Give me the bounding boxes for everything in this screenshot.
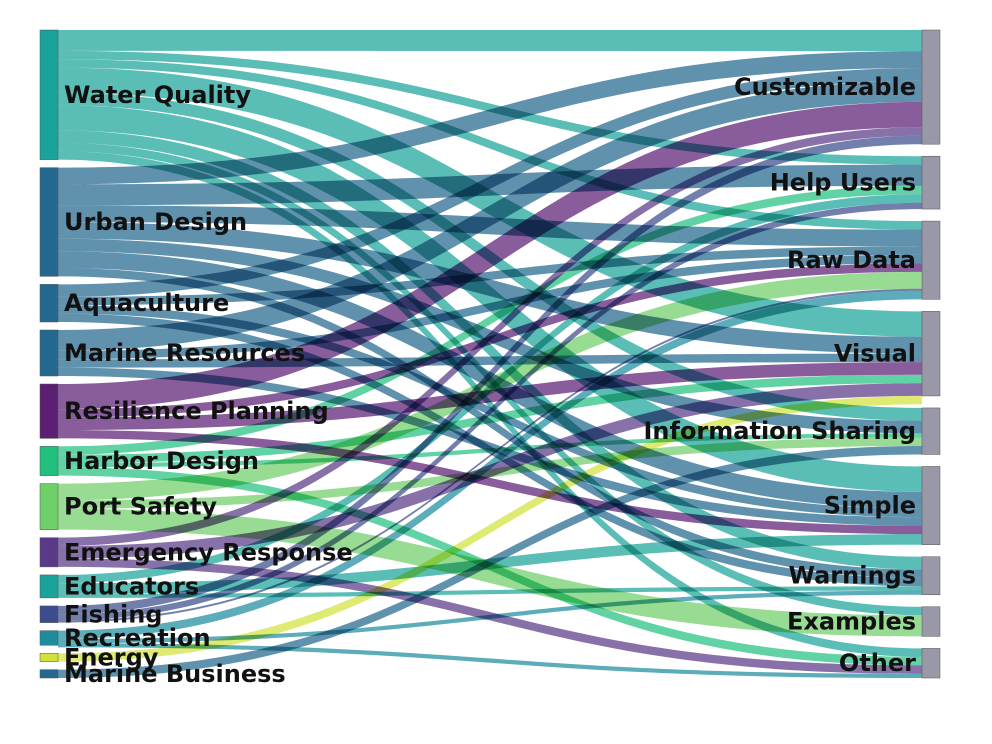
target-node-visual xyxy=(921,311,941,397)
links-layer xyxy=(58,30,922,678)
target-node-warnings xyxy=(921,556,941,596)
link-rp-cu xyxy=(58,101,922,410)
target-node-examples xyxy=(921,606,941,637)
link-fi-cu xyxy=(58,135,922,615)
source-node-recreation xyxy=(39,630,59,646)
link-aq-rd xyxy=(58,246,922,306)
source-node-resilience-planning xyxy=(39,383,59,439)
link-wq-vi xyxy=(58,67,922,337)
target-label-warnings: Warnings xyxy=(788,562,916,590)
link-hd-hu xyxy=(58,185,922,455)
source-label-marine-resources: Marine Resources xyxy=(64,339,305,367)
target-node-help-users xyxy=(921,155,941,210)
nodes-layer xyxy=(39,29,941,679)
target-label-simple: Simple xyxy=(824,492,916,520)
link-en-vi xyxy=(58,395,922,662)
source-label-harbor-design: Harbor Design xyxy=(64,447,259,475)
target-label-visual: Visual xyxy=(834,340,916,368)
link-rp-si xyxy=(58,430,922,535)
source-label-marine-business: Marine Business xyxy=(64,660,286,688)
source-label-recreation: Recreation xyxy=(64,624,211,652)
link-er-vi xyxy=(58,383,922,559)
link-mb-is xyxy=(58,446,922,678)
target-label-raw-data: Raw Data xyxy=(787,246,916,274)
link-fi-rd xyxy=(58,288,922,623)
link-wq-ot xyxy=(58,151,922,657)
target-node-simple xyxy=(921,466,941,545)
source-node-water-quality xyxy=(39,29,59,160)
target-label-help-users: Help Users xyxy=(770,169,916,197)
target-label-information-sharing: Information Sharing xyxy=(643,417,916,445)
source-label-resilience-planning: Resilience Planning xyxy=(64,397,329,425)
link-wq-hu xyxy=(58,50,922,165)
link-hd-is xyxy=(58,433,922,468)
source-node-educators xyxy=(39,574,59,599)
target-node-raw-data xyxy=(921,220,941,300)
source-label-energy: Energy xyxy=(64,643,159,671)
link-wq-si xyxy=(58,105,922,492)
source-label-water-quality: Water Quality xyxy=(64,81,251,109)
target-node-information-sharing xyxy=(921,407,941,455)
link-ud-cu xyxy=(58,51,922,185)
link-re-wa xyxy=(58,590,922,644)
source-node-urban-design xyxy=(39,167,59,277)
link-mr-cu xyxy=(58,80,922,351)
source-label-aquaculture: Aquaculture xyxy=(64,289,229,317)
link-aq-cu xyxy=(58,68,922,297)
source-node-fishing xyxy=(39,605,59,623)
link-re-ot xyxy=(58,643,922,678)
source-node-harbor-design xyxy=(39,446,59,476)
target-node-customizable xyxy=(921,29,941,145)
target-label-other: Other xyxy=(839,649,916,677)
link-wq-wa xyxy=(58,130,922,570)
source-node-marine-resources xyxy=(39,329,59,377)
source-node-emergency-response xyxy=(39,537,59,568)
source-node-aquaculture xyxy=(39,284,59,323)
source-label-port-safety: Port Safety xyxy=(64,493,217,521)
link-wq-rd xyxy=(58,59,922,230)
source-label-educators: Educators xyxy=(64,572,199,600)
link-mr-rd xyxy=(58,254,922,360)
source-label-emergency-response: Emergency Response xyxy=(64,538,353,566)
link-hd-vi xyxy=(58,374,922,464)
link-rp-vi xyxy=(58,362,922,430)
link-er-cu xyxy=(58,127,922,546)
source-node-port-safety xyxy=(39,483,59,530)
link-wq-cu xyxy=(58,30,922,52)
target-label-customizable: Customizable xyxy=(734,73,916,101)
link-re-rd xyxy=(58,290,922,639)
source-label-urban-design: Urban Design xyxy=(64,208,247,236)
link-mr-si xyxy=(58,367,922,526)
source-label-fishing: Fishing xyxy=(64,600,162,628)
link-ed-hu xyxy=(58,194,922,584)
target-node-other xyxy=(921,648,941,679)
source-node-marine-business xyxy=(39,669,59,679)
target-label-examples: Examples xyxy=(787,608,916,636)
source-node-energy xyxy=(39,653,59,662)
link-ud-vi xyxy=(58,222,922,354)
link-fi-hu xyxy=(58,202,922,621)
